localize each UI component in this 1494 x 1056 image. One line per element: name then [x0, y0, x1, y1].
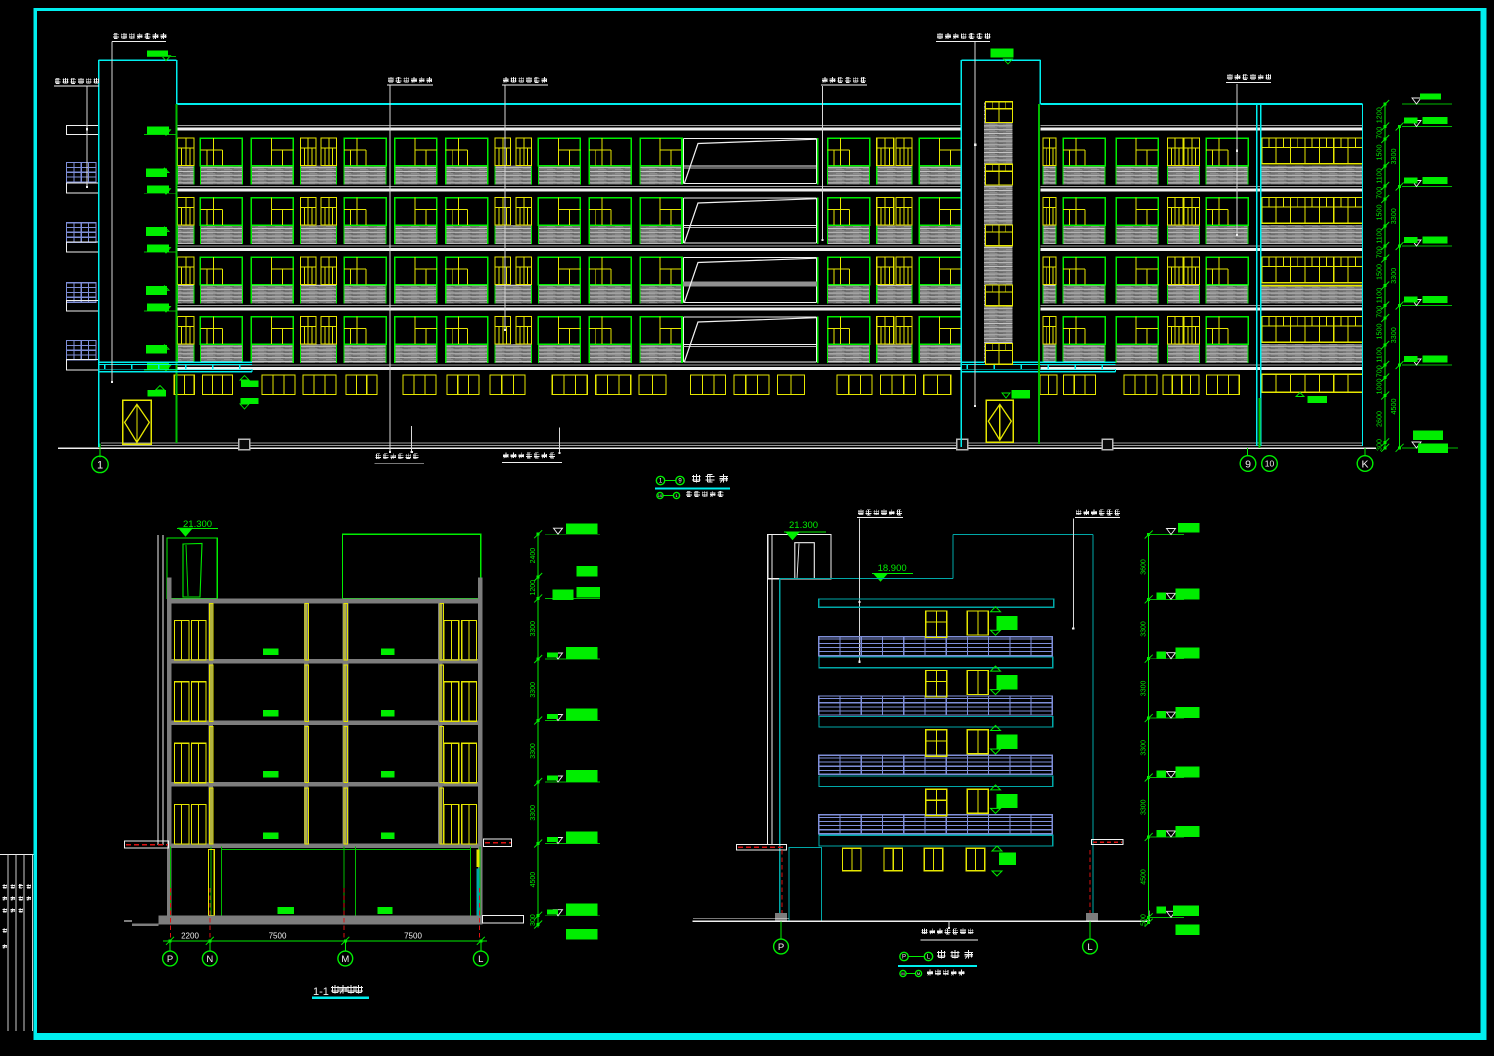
svg-text:3300: 3300	[1389, 149, 1398, 165]
svg-text:300: 300	[530, 914, 537, 926]
svg-text:3300: 3300	[1389, 327, 1398, 343]
svg-text:1100: 1100	[1375, 288, 1384, 303]
svg-text:3300: 3300	[530, 805, 537, 821]
svg-text:1: 1	[675, 493, 678, 498]
svg-text:1500: 1500	[1375, 205, 1384, 221]
svg-text:21.300: 21.300	[789, 520, 818, 531]
svg-text:1100: 1100	[1375, 168, 1384, 183]
svg-text:9: 9	[1245, 458, 1251, 470]
svg-text:K: K	[1361, 458, 1368, 470]
svg-text:21.300: 21.300	[183, 519, 212, 530]
svg-text:1200: 1200	[1375, 107, 1384, 123]
svg-text:M: M	[917, 971, 920, 976]
svg-text:2400: 2400	[530, 548, 537, 564]
svg-text:700: 700	[1375, 246, 1384, 258]
svg-text:P: P	[902, 955, 906, 961]
svg-text:9: 9	[678, 479, 682, 485]
svg-text:M: M	[901, 971, 904, 976]
svg-text:700: 700	[1375, 365, 1384, 377]
svg-text:2200: 2200	[181, 932, 199, 941]
svg-text:3300: 3300	[530, 743, 537, 759]
svg-text:M: M	[341, 954, 349, 965]
svg-text:7500: 7500	[269, 932, 287, 941]
svg-text:1100: 1100	[1375, 228, 1384, 243]
svg-text:4500: 4500	[1389, 399, 1398, 415]
svg-text:3300: 3300	[1141, 681, 1148, 697]
svg-text:3300: 3300	[1389, 208, 1398, 224]
svg-text:3300: 3300	[530, 682, 537, 698]
svg-text:P: P	[778, 942, 784, 953]
svg-text:L: L	[927, 955, 931, 961]
svg-text:700: 700	[1375, 127, 1384, 139]
svg-text:18.900: 18.900	[878, 563, 907, 574]
svg-text:N: N	[206, 954, 213, 965]
svg-text:500: 500	[1141, 914, 1148, 926]
svg-text:3300: 3300	[1141, 799, 1148, 815]
svg-text:1000: 1000	[1375, 379, 1384, 395]
svg-text:1500: 1500	[1375, 264, 1384, 280]
svg-text:4500: 4500	[530, 872, 537, 888]
svg-text:700: 700	[1375, 187, 1384, 199]
svg-text:1200: 1200	[530, 580, 537, 596]
svg-text:4500: 4500	[1141, 869, 1148, 885]
svg-text:7500: 7500	[404, 932, 422, 941]
svg-text:1-1: 1-1	[313, 986, 329, 998]
svg-text:L: L	[478, 954, 483, 965]
svg-text:3300: 3300	[530, 621, 537, 637]
svg-text:1: 1	[97, 459, 103, 471]
svg-text:1: 1	[659, 479, 663, 485]
svg-text:10: 10	[658, 493, 663, 498]
svg-text:1500: 1500	[1375, 145, 1384, 161]
svg-text:1100: 1100	[1375, 347, 1384, 362]
svg-text:3300: 3300	[1141, 621, 1148, 637]
svg-text:10: 10	[1265, 459, 1275, 469]
svg-text:3300: 3300	[1389, 268, 1398, 284]
svg-text:L: L	[1087, 942, 1092, 953]
svg-text:700: 700	[1375, 306, 1384, 318]
svg-text:1500: 1500	[1375, 324, 1384, 340]
svg-text:300: 300	[1375, 439, 1384, 451]
svg-text:3300: 3300	[1141, 740, 1148, 756]
svg-text:3600: 3600	[1141, 559, 1148, 575]
svg-text:P: P	[167, 954, 173, 965]
svg-text:2600: 2600	[1375, 411, 1384, 427]
